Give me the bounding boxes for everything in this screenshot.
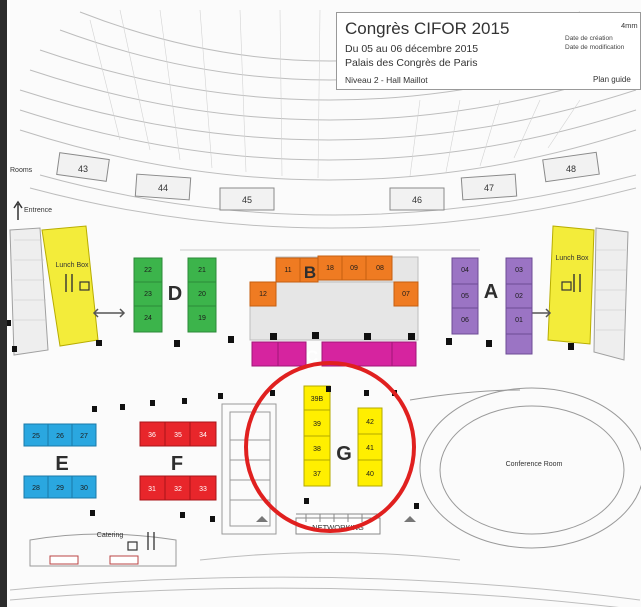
zone-a-stands [451, 257, 533, 355]
room-45-label: 45 [242, 195, 252, 205]
arrow-up-icon [404, 516, 416, 522]
stand-number: 04 [461, 267, 469, 274]
stand-number: 27 [80, 433, 88, 440]
event-level: Niveau 2 - Hall Maillot [345, 75, 428, 85]
stand-number: 32 [174, 486, 182, 493]
title-block: Congrès CIFOR 2015 Du 05 au 06 décembre … [336, 12, 641, 90]
seating-hatching [89, 9, 581, 179]
zone-g-label: G [336, 443, 352, 465]
stand-number: 01 [515, 317, 523, 324]
stand-number: 19 [198, 315, 206, 322]
coffee-cup-icon [561, 281, 572, 291]
stand-number: 31 [148, 486, 156, 493]
zone-g-highlight-circle [244, 361, 416, 533]
cutlery-icon [147, 532, 155, 550]
stand-number: 05 [461, 293, 469, 300]
stand-number: 35 [174, 432, 182, 439]
stand-number: 03 [515, 267, 523, 274]
stand-number: 24 [144, 315, 152, 322]
stand-number: 02 [515, 293, 523, 300]
stand-number: 12 [259, 291, 267, 298]
room-44-label: 44 [158, 183, 168, 193]
stand-number: 40 [366, 471, 374, 478]
coffee-cup-icon [79, 281, 90, 291]
zone-c-label: C [306, 347, 318, 366]
room-46-label: 46 [412, 195, 422, 205]
zone-g-stands [303, 385, 383, 487]
corridor-hatching [14, 239, 626, 331]
stand-number: 06 [461, 317, 469, 324]
arrow-up-icon [256, 516, 268, 522]
modification-date-label: Date de modification [565, 44, 625, 51]
stand-number: 18 [326, 265, 334, 272]
double-arrow-icon [92, 308, 126, 318]
stand-number: 28 [32, 485, 40, 492]
cutlery-icon [573, 274, 581, 292]
stand-number: 26 [56, 433, 64, 440]
networking-label: NETWORKING [312, 523, 364, 532]
creation-date-label: Date de création [565, 35, 613, 42]
cutlery-icon [65, 274, 73, 292]
catering-area [29, 533, 177, 567]
stand-number: 11 [284, 267, 291, 274]
conference-room-label: Conference Room [506, 461, 563, 468]
scale-label: 4mm [621, 21, 638, 30]
pillars [6, 320, 574, 522]
stand-number: 23 [144, 291, 152, 298]
zone-f-label: F [171, 453, 183, 475]
coffee-cup-icon [127, 541, 138, 551]
stand-number: 38 [313, 446, 321, 453]
lunch-box-right-label: Lunch Box [555, 255, 589, 262]
catering-label: Catering [97, 532, 124, 539]
plan-guide-label: Plan guide [593, 75, 631, 84]
zone-b-label: B [304, 263, 316, 282]
bottom-arcs [9, 552, 641, 607]
lunch-box-left-label: Lunch Box [55, 262, 89, 269]
stand-number: 39B [311, 396, 324, 403]
stand-number: 41 [366, 445, 374, 452]
conference-room-outline [409, 387, 641, 549]
stand-number: 07 [402, 291, 410, 298]
rooms-row [56, 151, 600, 211]
stand-number: 22 [144, 267, 152, 274]
entrance-arrow-icon [13, 200, 23, 220]
stand-number: 34 [199, 432, 207, 439]
zone-e-label: E [55, 453, 68, 475]
stand-number: 09 [350, 265, 358, 272]
room-48-label: 48 [566, 164, 576, 174]
stand-number: 20 [198, 291, 206, 298]
zone-e-stands [23, 423, 97, 499]
zone-a-label: A [484, 281, 498, 303]
stand-number: 42 [366, 419, 374, 426]
zone-f-stands [139, 421, 217, 501]
event-dates: Du 05 au 06 décembre 2015 [345, 43, 479, 55]
stand-number: 36 [148, 432, 156, 439]
stand-number: 25 [32, 433, 40, 440]
left-window-edge [0, 0, 7, 607]
event-title: Congrès CIFOR 2015 [345, 19, 510, 38]
amphitheatre-arcs [19, 11, 637, 229]
event-venue: Palais des Congrès de Paris [345, 57, 478, 69]
room-43-label: 43 [78, 164, 88, 174]
zone-d-label: D [168, 283, 182, 305]
room-47-label: 47 [484, 183, 494, 193]
stand-number: 37 [313, 471, 321, 478]
stand-number: 29 [56, 485, 64, 492]
stand-number: 39 [313, 421, 321, 428]
stand-number: 30 [80, 485, 88, 492]
stand-number: 33 [199, 486, 207, 493]
zone-c-stands [251, 341, 417, 367]
stand-number: 21 [198, 267, 206, 274]
rooms-text: Rooms [10, 167, 33, 174]
zone-b-stands [249, 255, 419, 341]
stand-number: 08 [376, 265, 384, 272]
zone-d-stands [133, 257, 217, 333]
entrance-label: Entrence [24, 207, 52, 214]
